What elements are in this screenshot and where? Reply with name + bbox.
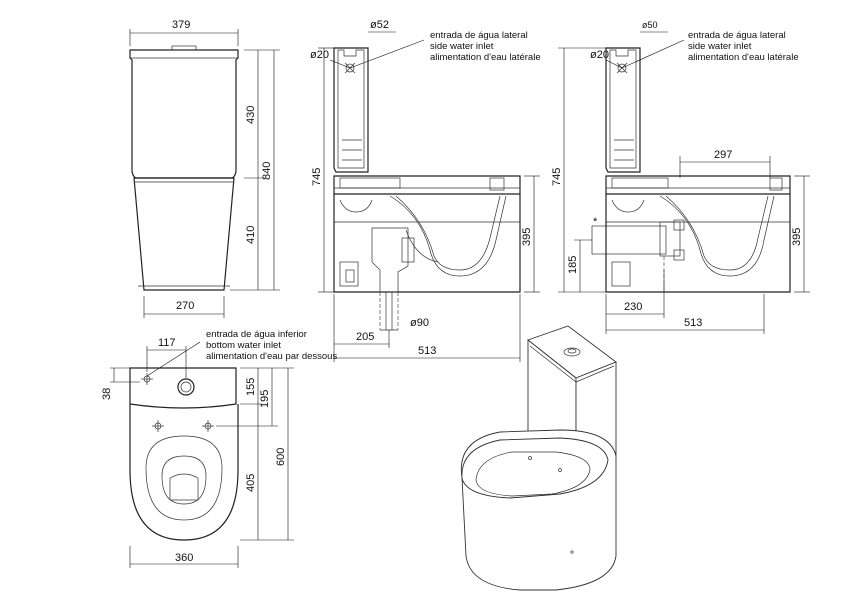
front-width-top: 379: [172, 19, 190, 31]
top-inlet-offset: 117: [158, 337, 176, 349]
side1-note-fr: alimentation d'eau latérale: [430, 52, 541, 63]
top-width: 360: [175, 552, 193, 564]
front-height-bowl: 410: [245, 226, 257, 244]
top-total-depth: 600: [275, 448, 287, 466]
front-width-base: 270: [176, 300, 194, 312]
side1-outlet-dist: 205: [356, 331, 374, 343]
front-height-total: 840: [261, 162, 273, 180]
side1-height-bowl: 395: [521, 228, 533, 246]
side1-depth: 513: [418, 345, 436, 357]
top-bowl-depth: 405: [245, 474, 257, 492]
top-view: 117 entrada de água inferior bottom wate…: [101, 329, 337, 568]
side1-pipe-dia: ø20: [310, 49, 329, 61]
side2-note-en: side water inlet: [688, 41, 752, 52]
top-tank-depth: 155: [245, 378, 257, 396]
top-note-en: bottom water inlet: [206, 340, 281, 351]
side2-outlet-dist: 230: [624, 301, 642, 313]
side1-note-pt: entrada de água lateral: [430, 30, 528, 41]
side2-depth: 513: [684, 317, 702, 329]
side2-outlet-height: 185: [567, 256, 579, 274]
side1-outlet-dia: ø90: [410, 317, 429, 329]
side1-height-total: 745: [311, 168, 323, 186]
side1-note-en: side water inlet: [430, 41, 494, 52]
side2-note-pt: entrada de água lateral: [688, 30, 786, 41]
top-note-pt: entrada de água inferior: [206, 329, 307, 340]
top-note-fr: alimentation d'eau par dessous: [206, 351, 337, 362]
front-height-tank: 430: [245, 106, 257, 124]
side2-note-fr: alimentation d'eau latérale: [688, 52, 799, 63]
isometric-view: [460, 325, 617, 591]
side1-tank-width: ø52: [370, 19, 389, 31]
side-view-bottom-inlet: ø52 ø20 entrada de água lateral side wat…: [310, 19, 541, 362]
side2-seat-length: 297: [714, 149, 732, 161]
side2-height-bowl: 395: [791, 228, 803, 246]
side2-asterisk: *: [593, 216, 598, 228]
side2-tank-width: ø50: [642, 20, 658, 30]
side2-pipe-dia: ø20: [590, 49, 609, 61]
front-view: 379 270 430 840 410: [129, 19, 280, 318]
top-edge: 38: [101, 388, 113, 400]
side2-height-total: 745: [551, 168, 563, 186]
top-fix-dist: 195: [259, 390, 271, 408]
side-view-side-inlet: * ø50 ø20 entrada de água lateral side w…: [551, 20, 810, 334]
